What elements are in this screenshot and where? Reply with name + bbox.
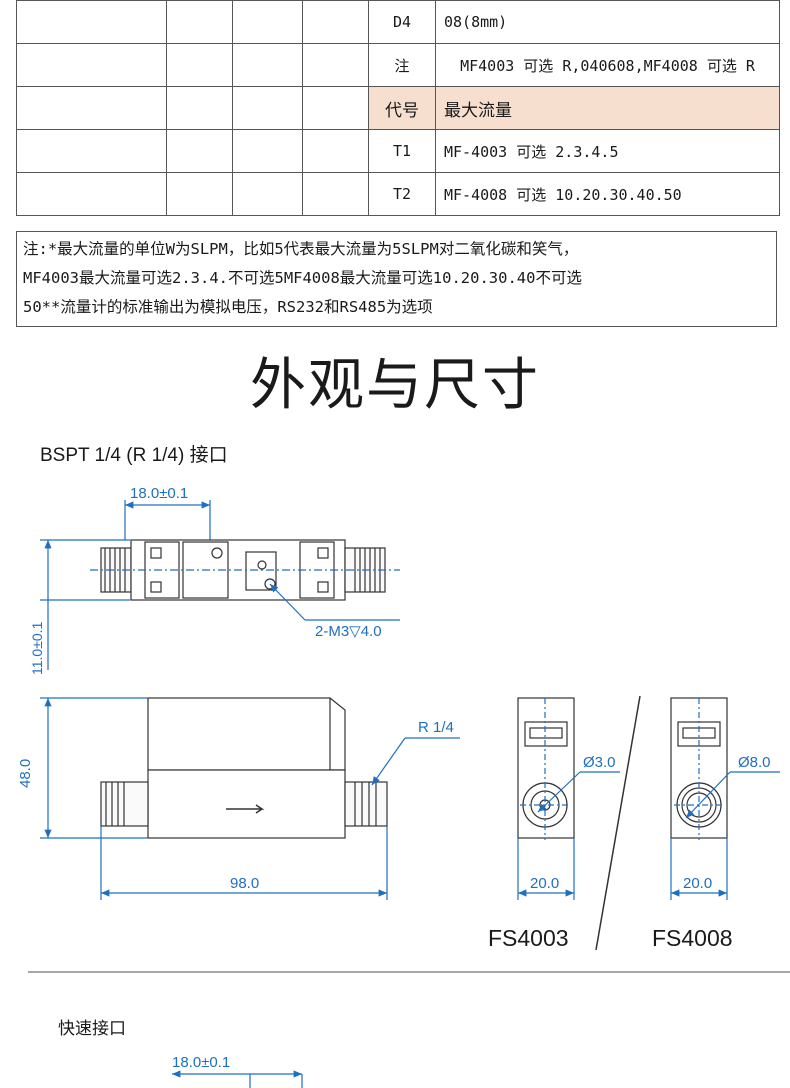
row-value: MF4003 可选 R,040608,MF4008 可选 R <box>435 43 780 87</box>
row-value: 08(8mm) <box>435 0 780 44</box>
table-row: T2 MF-4008 可选 10.20.30.40.50 <box>16 172 780 216</box>
dim-thread: R 1/4 <box>418 719 454 736</box>
note-line: 注:*最大流量的单位W为SLPM，比如5代表最大流量为5SLPM对二氧化碳和笑气… <box>23 240 579 258</box>
table-row: 注 MF4003 可选 R,040608,MF4008 可选 R <box>16 43 780 87</box>
section-title: 外观与尺寸 <box>250 353 540 418</box>
dim-quick-width: 18.0±0.1 <box>172 1054 230 1071</box>
row-code: D4 <box>368 0 436 44</box>
row-value: MF-4008 可选 10.20.30.40.50 <box>435 172 780 216</box>
side-view <box>40 697 460 900</box>
row-code: 代号 <box>368 86 436 130</box>
bspt-title: BSPT 1/4 (R 1/4) 接口 <box>40 445 228 466</box>
row-code: T2 <box>368 172 436 216</box>
dim-length: 98.0 <box>230 875 259 892</box>
note-line: MF4003最大流量可选2.3.4.不可选5MF4008最大流量可选10.20.… <box>23 269 582 287</box>
dim-top-width: 18.0±0.1 <box>130 485 188 502</box>
end-view-fs4003 <box>517 697 620 900</box>
dim-dia-small: Ø3.0 <box>583 754 616 771</box>
spec-table: D4 08(8mm) 注 MF4003 可选 R,040608,MF4008 可… <box>16 0 780 216</box>
row-code: T1 <box>368 129 436 173</box>
row-value: 最大流量 <box>435 86 780 130</box>
quick-title: 快速接口 <box>58 1019 126 1038</box>
dim-height-side: 48.0 <box>17 759 34 788</box>
dim-width-b: 20.0 <box>683 875 712 892</box>
dimension-drawing: 18.0±0.1 2-M3▽4.0 11.0±0.1 48.0 R 1/4 98… <box>17 485 790 1088</box>
table-row: 代号 最大流量 <box>16 86 780 130</box>
note-box: 注:*最大流量的单位W为SLPM，比如5代表最大流量为5SLPM对二氧化碳和笑气… <box>16 231 777 327</box>
view-divider <box>595 695 641 951</box>
dim-width-a: 20.0 <box>530 875 559 892</box>
table-row: D4 08(8mm) <box>16 0 780 44</box>
top-view <box>40 500 400 670</box>
note-line: 50**流量计的标准输出为模拟电压，RS232和RS485为选项 <box>23 298 433 316</box>
row-code: 注 <box>368 43 436 87</box>
model-label-fs4008: FS4008 <box>652 925 733 951</box>
dim-thread-note: 2-M3▽4.0 <box>315 623 382 640</box>
row-value: MF-4003 可选 2.3.4.5 <box>435 129 780 173</box>
table-row: T1 MF-4003 可选 2.3.4.5 <box>16 129 780 173</box>
end-view-fs4008 <box>670 697 780 900</box>
dim-height-top: 11.0±0.1 <box>29 621 45 675</box>
model-label-fs4003: FS4003 <box>488 925 569 951</box>
dim-dia-large: Ø8.0 <box>738 754 771 771</box>
